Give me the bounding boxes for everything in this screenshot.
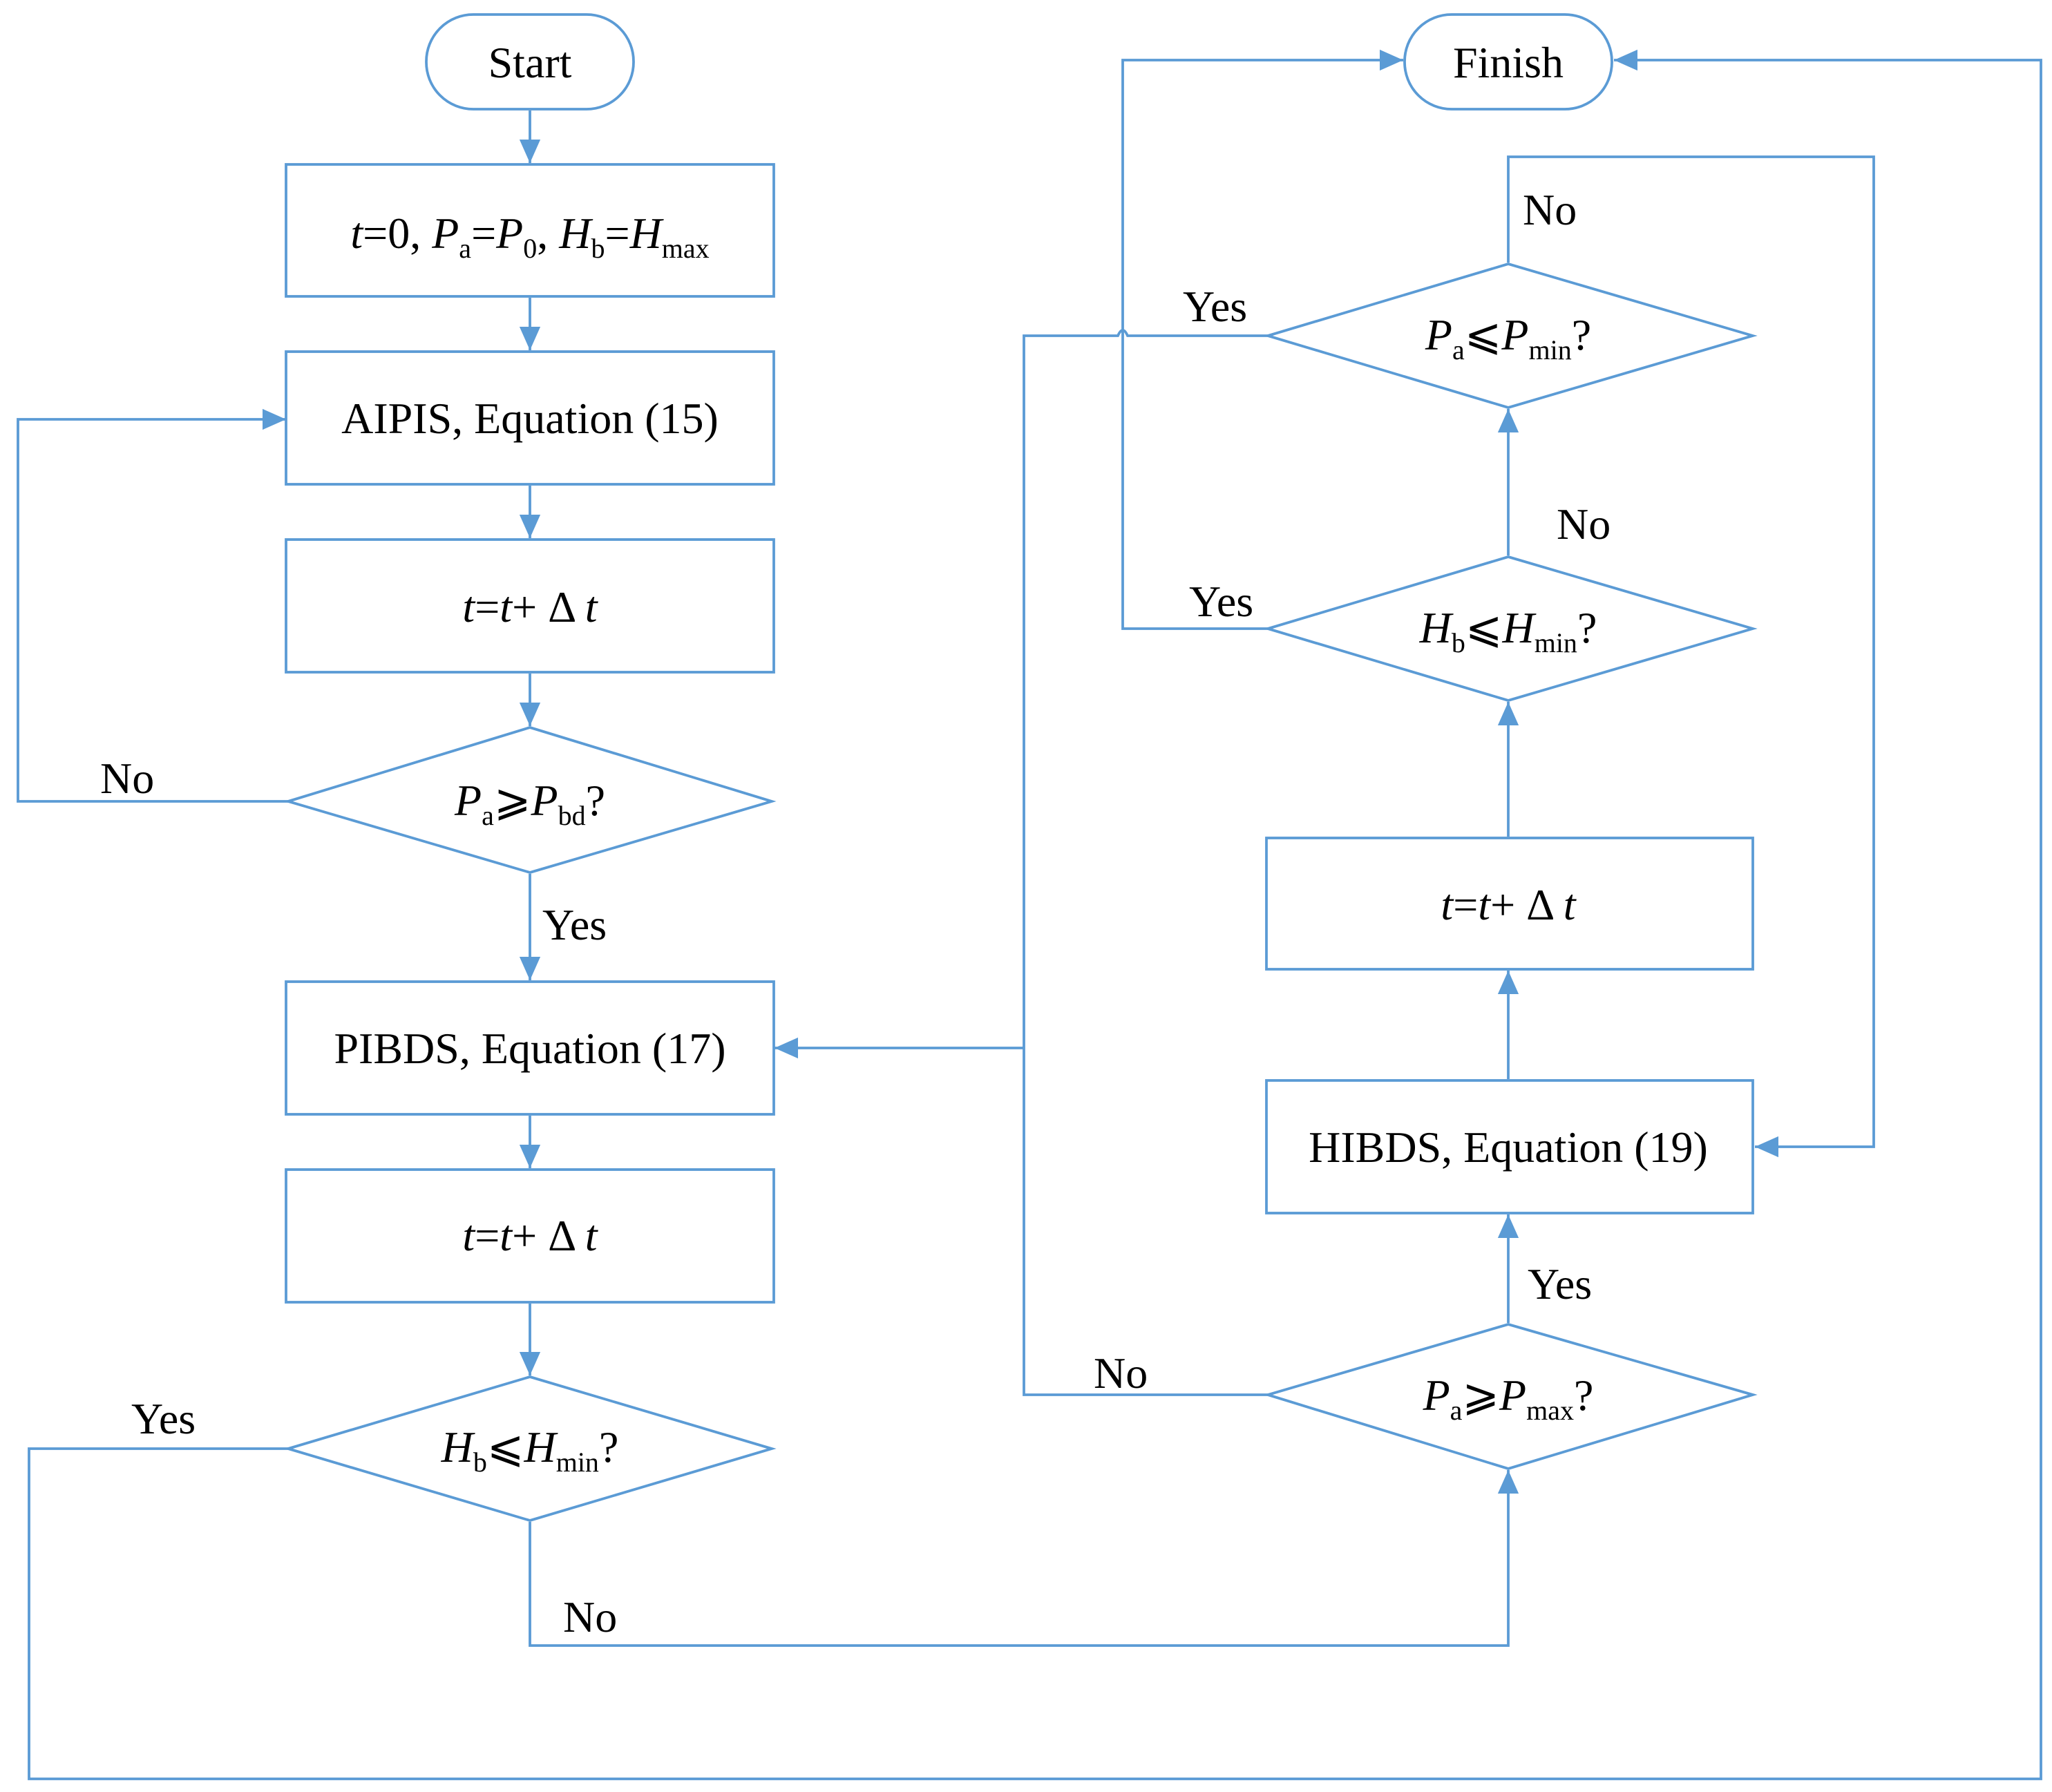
- label-no-hmin-right: No: [1557, 499, 1611, 549]
- init-label: t=0, Pa=P0, Hb=Hmax: [350, 209, 709, 264]
- edge-cond-hmin2-yes-to-finish: [1121, 49, 1403, 630]
- edge-labels: No Yes Yes No No Yes Yes No Yes No: [100, 185, 1611, 1641]
- step-label-3: t=t+ Δ t: [1441, 880, 1577, 929]
- label-yes-pbd: Yes: [542, 900, 607, 949]
- decision-pbd-label: Pa⩾Pbd?: [454, 776, 605, 831]
- decision-pmin-label: Pa⩽Pmin?: [1425, 310, 1591, 365]
- step-box-2: t=t+ Δ t: [285, 1168, 775, 1304]
- finish-node: Finish: [1403, 13, 1613, 111]
- decision-hmin-right: Hb⩽Hmin?: [1263, 555, 1758, 702]
- edge-cond-pmax-no-to-pibds: [1023, 329, 1268, 1396]
- label-yes-hmin-right: Yes: [1189, 577, 1253, 626]
- decision-hmin-right-label: Hb⩽Hmin?: [1419, 603, 1597, 658]
- hibds-box: HIBDS, Equation (19): [1265, 1079, 1754, 1214]
- label-no-pbd: No: [100, 754, 154, 803]
- edge-cond-pbd-no-loop: [17, 408, 288, 803]
- decision-pmin: Pa⩽Pmin?: [1263, 263, 1758, 409]
- decision-hmin-left: Hb⩽Hmin?: [283, 1375, 777, 1522]
- edge-cond-hmin-yes-to-finish: [28, 49, 2042, 1780]
- step-label-2: t=t+ Δ t: [462, 1211, 598, 1260]
- aipis-label: AIPIS, Equation (15): [341, 394, 719, 443]
- decision-hmin-left-label: Hb⩽Hmin?: [441, 1422, 619, 1478]
- decision-pmax: Pa⩾Pmax?: [1263, 1323, 1758, 1470]
- label-no-pmin: No: [1523, 185, 1577, 234]
- label-no-hmin-left: No: [563, 1592, 617, 1641]
- init-box: t=0, Pa=P0, Hb=Hmax: [285, 163, 775, 298]
- start-label: Start: [488, 38, 572, 87]
- label-yes-hmin-left: Yes: [131, 1394, 196, 1443]
- label-yes-pmin: Yes: [1183, 282, 1247, 331]
- label-yes-pmax: Yes: [1528, 1259, 1592, 1308]
- step-box-3: t=t+ Δ t: [1265, 837, 1754, 971]
- aipis-box: AIPIS, Equation (15): [285, 350, 775, 486]
- label-no-pmax: No: [1094, 1348, 1148, 1398]
- decision-pbd: Pa⩾Pbd?: [283, 726, 777, 874]
- connectors: [17, 49, 2042, 1780]
- step-box-1: t=t+ Δ t: [285, 538, 775, 674]
- hibds-label: HIBDS, Equation (19): [1309, 1123, 1708, 1172]
- edge-cond-pmin-no-to-hibds: [1507, 155, 1875, 1158]
- decision-pmax-label: Pa⩾Pmax?: [1423, 1371, 1594, 1426]
- edge-cond-hmin-no-to-cond-pmax: [529, 1470, 1519, 1647]
- step-label-1: t=t+ Δ t: [462, 582, 598, 631]
- start-node: Start: [425, 13, 635, 111]
- pibds-box: PIBDS, Equation (17): [285, 980, 775, 1116]
- pibds-label: PIBDS, Equation (17): [334, 1024, 725, 1073]
- finish-label: Finish: [1453, 38, 1564, 87]
